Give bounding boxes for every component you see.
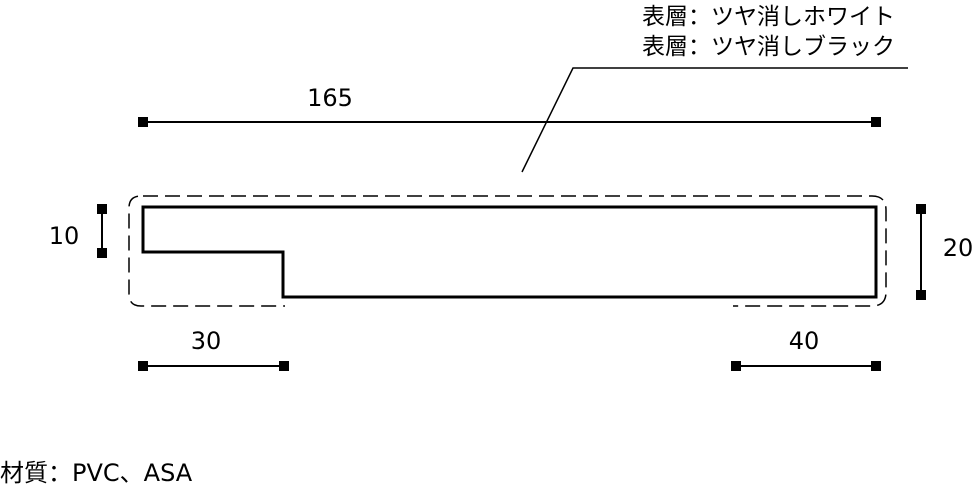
finish-note-white: 表層：ツヤ消しホワイト	[642, 4, 895, 30]
dimension-40-label: 40	[789, 327, 820, 355]
dimension-165: 165	[138, 84, 881, 127]
dimension-30: 30	[138, 327, 289, 371]
finish-note-black: 表層：ツヤ消しブラック	[642, 34, 895, 60]
profile-cross-section	[141, 205, 878, 299]
dimension-10: 10	[49, 204, 107, 258]
dimension-30-label: 30	[191, 327, 222, 355]
dimension-20: 20	[916, 204, 973, 300]
finish-leader-line	[521, 67, 908, 173]
dimension-40: 40	[731, 327, 881, 371]
dimension-10-label: 10	[49, 222, 80, 250]
dimension-165-label: 165	[307, 84, 353, 112]
material-note: 材質：PVC、ASA	[0, 459, 193, 487]
dimension-20-label: 20	[943, 234, 974, 262]
